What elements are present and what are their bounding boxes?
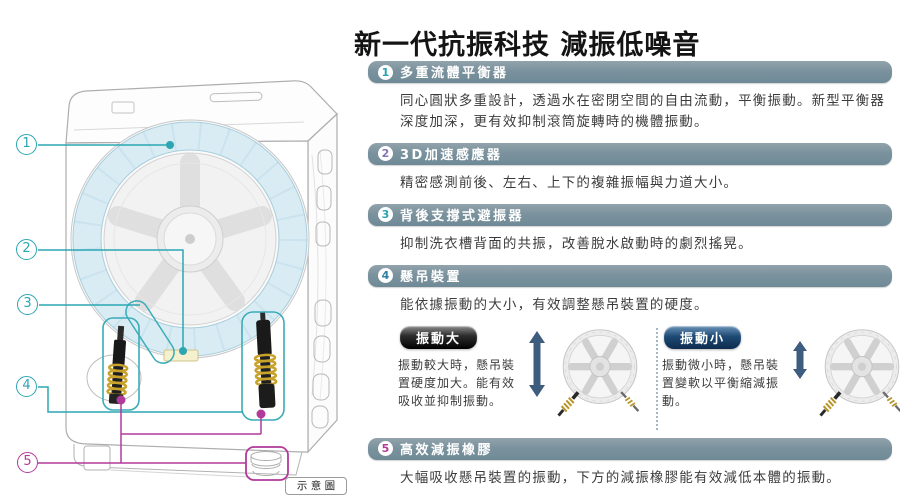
section-damping-rubber: 5 高效減振橡膠 大幅吸收懸吊裝置的振動，下方的減振橡膠能有效減低本體的振動。 — [352, 437, 900, 489]
section-rear-support: 3 背後支撐式避振器 抑制洗衣槽背面的共振，改善脫水啟動時的劇烈搖晃。 — [352, 203, 900, 255]
machine-left-foot — [83, 445, 111, 471]
section-5-description: 大幅吸收懸吊裝置的振動，下方的減振橡膠能有效減低本體的振動。 — [400, 469, 841, 486]
section-5-number-badge: 5 — [378, 441, 393, 457]
washing-machine-illustration — [38, 80, 338, 481]
section-3-title: 背後支撐式避振器 — [400, 208, 525, 224]
section-3-number-badge: 3 — [378, 207, 393, 223]
section-fluid-balancer: 1 多重流體平衡器 同心圓狀多重設計，透過水在密閉空間的自由流動，平衡振動。新型… — [352, 61, 900, 133]
vibration-large-badge: 振動大 — [400, 325, 478, 349]
section-3-description: 抑制洗衣槽背面的共振，改善脫水啟動時的劇烈搖晃。 — [400, 235, 753, 252]
section-4-title: 懸吊裝置 — [400, 269, 463, 285]
right-suspension-damper — [253, 311, 278, 409]
right-damper-highlight-box — [241, 311, 285, 421]
section-2-header: 2 3D加速感應器 — [368, 142, 892, 165]
vibration-small-block: 振動小 振動微小時，懸吊裝置變軟以平衡縮減振動。 — [662, 325, 784, 410]
drum-small-vibration-icon — [819, 329, 900, 417]
page-title: 新一代抗振科技 減振低噪音 — [354, 30, 701, 61]
section-4-description: 能依據振動的大小，有效調整懸吊裝置的硬度。 — [400, 296, 709, 313]
section-1-title: 多重流體平衡器 — [400, 66, 509, 82]
rubber-foot — [250, 451, 282, 476]
callout-5: 5 — [17, 452, 38, 473]
rear-support-highlight-capsule — [125, 300, 175, 364]
callout-3: 3 — [17, 294, 38, 315]
callout-1: 1 — [16, 134, 37, 155]
teal-callout-lines — [38, 144, 243, 413]
section-2-description: 精密感測前後、左右、上下的複雜振幅與力道大小。 — [400, 174, 739, 191]
vibration-small-badge: 振動小 — [664, 325, 742, 349]
section-1-description: 同心圓狀多重設計，透過水在密閉空間的自由流動，平衡振動。新型平衡器深度加深，更有… — [400, 93, 886, 130]
section-5-header: 5 高效減振橡膠 — [368, 437, 892, 460]
features-panel: 新一代抗振科技 減振低噪音 1 多重流體平衡器 同心圓狀多重設計，透過水在密閉空… — [352, 0, 900, 499]
section-3d-sensor: 2 3D加速感應器 精密感測前後、左右、上下的複雜振幅與力道大小。 — [352, 142, 900, 194]
comparison-divider — [656, 327, 658, 430]
section-4-number-badge: 4 — [378, 268, 393, 284]
section-3-header: 3 背後支撐式避振器 — [368, 203, 892, 226]
left-suspension-damper — [106, 325, 129, 405]
callout-4: 4 — [16, 376, 37, 397]
section-5-title: 高效減振橡膠 — [400, 442, 494, 458]
machine-diagram-panel: 1 2 3 4 5 示 意 圖 — [0, 0, 352, 504]
section-1-number-badge: 1 — [378, 64, 393, 80]
vibration-large-text: 振動較大時，懸吊裝置硬度加大。能有效吸收並抑制振動。 — [398, 357, 516, 408]
drum-assembly — [70, 119, 310, 359]
section-suspension: 4 懸吊裝置 能依據振動的大小，有效調整懸吊裝置的硬度。 振動大 振動較大時，懸… — [352, 264, 900, 430]
side-vent-slots — [311, 149, 333, 429]
section-2-title: 3D加速感應器 — [400, 147, 503, 163]
large-amplitude-arrow-icon — [529, 330, 545, 397]
vibration-large-block: 振動大 振動較大時，懸吊裝置硬度加大。能有效吸收並抑制振動。 — [398, 325, 520, 410]
machine-side-panel — [307, 112, 338, 454]
section-4-header: 4 懸吊裝置 — [368, 264, 892, 287]
schematic-label: 示 意 圖 — [285, 477, 347, 495]
vibration-small-text: 振動微小時，懸吊裝置變軟以平衡縮減振動。 — [662, 357, 780, 408]
callout-2: 2 — [16, 239, 37, 260]
magenta-callout-lines — [38, 402, 262, 464]
section-1-header: 1 多重流體平衡器 — [368, 61, 892, 84]
section-2-number-badge: 2 — [378, 146, 393, 162]
small-amplitude-arrow-icon — [793, 340, 807, 379]
vibration-comparison: 振動大 振動較大時，懸吊裝置硬度加大。能有效吸收並抑制振動。 — [398, 325, 900, 430]
drum-large-vibration-icon — [557, 329, 640, 417]
